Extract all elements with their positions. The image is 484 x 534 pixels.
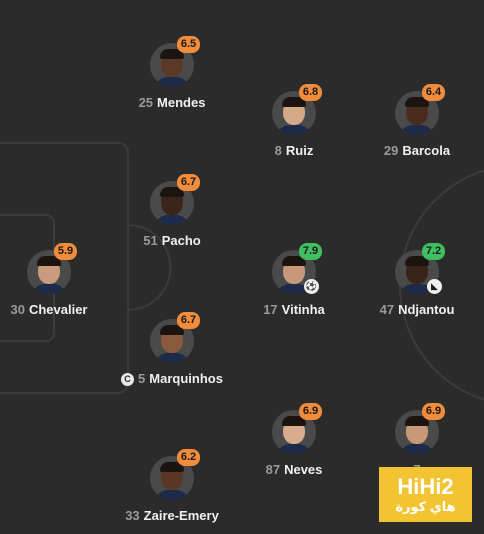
rating-badge: 7.9: [299, 243, 322, 260]
rating-badge: 6.7: [177, 312, 200, 329]
player-avatar-wrap: 6.7: [150, 174, 200, 225]
player-avatar-wrap: 6.9: [395, 403, 445, 454]
watermark-subtext: هاي كورة: [395, 498, 456, 514]
boot-icon: ◣: [427, 279, 442, 294]
rating-badge: 7.2: [422, 243, 445, 260]
player-name: Neves: [284, 462, 323, 477]
player-name: Barcola: [402, 143, 451, 158]
watermark-text: HiHi2: [397, 473, 454, 499]
player-number: 25: [138, 95, 154, 110]
player-number: 51: [143, 233, 158, 248]
rating-badge: 6.4: [422, 84, 445, 101]
player-name: Chevalier: [28, 302, 88, 317]
player-name: Pacho: [161, 233, 201, 248]
player-number: 17: [263, 302, 278, 317]
player-avatar-wrap: 6.8: [272, 84, 322, 135]
player-name: Vitinha: [281, 302, 325, 317]
watermark-logo: HiHi2 هاي كورة: [379, 467, 472, 522]
player-number: 29: [383, 143, 399, 158]
player-name: Mendes: [157, 95, 206, 110]
player-avatar-wrap: 6.2: [150, 449, 200, 500]
player-number: 30: [10, 302, 25, 317]
player-avatar-wrap: 6.5: [150, 36, 200, 87]
rating-badge: 6.2: [177, 449, 200, 466]
player-avatar: [395, 410, 439, 454]
rating-badge: 6.5: [177, 36, 200, 53]
player-name: Zaire-Emery: [143, 508, 219, 523]
player-avatar-wrap: 6.7: [150, 312, 200, 363]
player-avatar-wrap: 7.9 ⚽: [272, 243, 322, 294]
player-avatar: [272, 410, 316, 454]
player-avatar-wrap: 5.9: [27, 243, 77, 294]
football-icon: ⚽: [304, 279, 319, 294]
player-number: 8: [274, 143, 282, 158]
penalty-arc: [127, 224, 172, 311]
player-avatar-wrap: 6.9: [272, 403, 322, 454]
player-avatar-wrap: 6.4: [395, 84, 445, 135]
player-name: Marquinhos: [149, 371, 223, 386]
rating-badge: 6.9: [422, 403, 445, 420]
player-name: Ndjantou: [398, 302, 455, 317]
player-number: 47: [379, 302, 395, 317]
player-number: 87: [265, 462, 281, 477]
player-number: 5: [138, 371, 146, 386]
captain-icon: C: [121, 372, 135, 386]
player-avatar-wrap: 7.2 ◣: [395, 243, 445, 294]
player-avatar: [395, 91, 439, 135]
rating-badge: 5.9: [54, 243, 77, 260]
penalty-area-left: [0, 142, 129, 394]
rating-badge: 6.9: [299, 403, 322, 420]
rating-badge: 6.7: [177, 174, 200, 191]
player-number: 33: [125, 508, 140, 523]
player-name: Ruiz: [285, 143, 314, 158]
rating-badge: 6.8: [299, 84, 322, 101]
